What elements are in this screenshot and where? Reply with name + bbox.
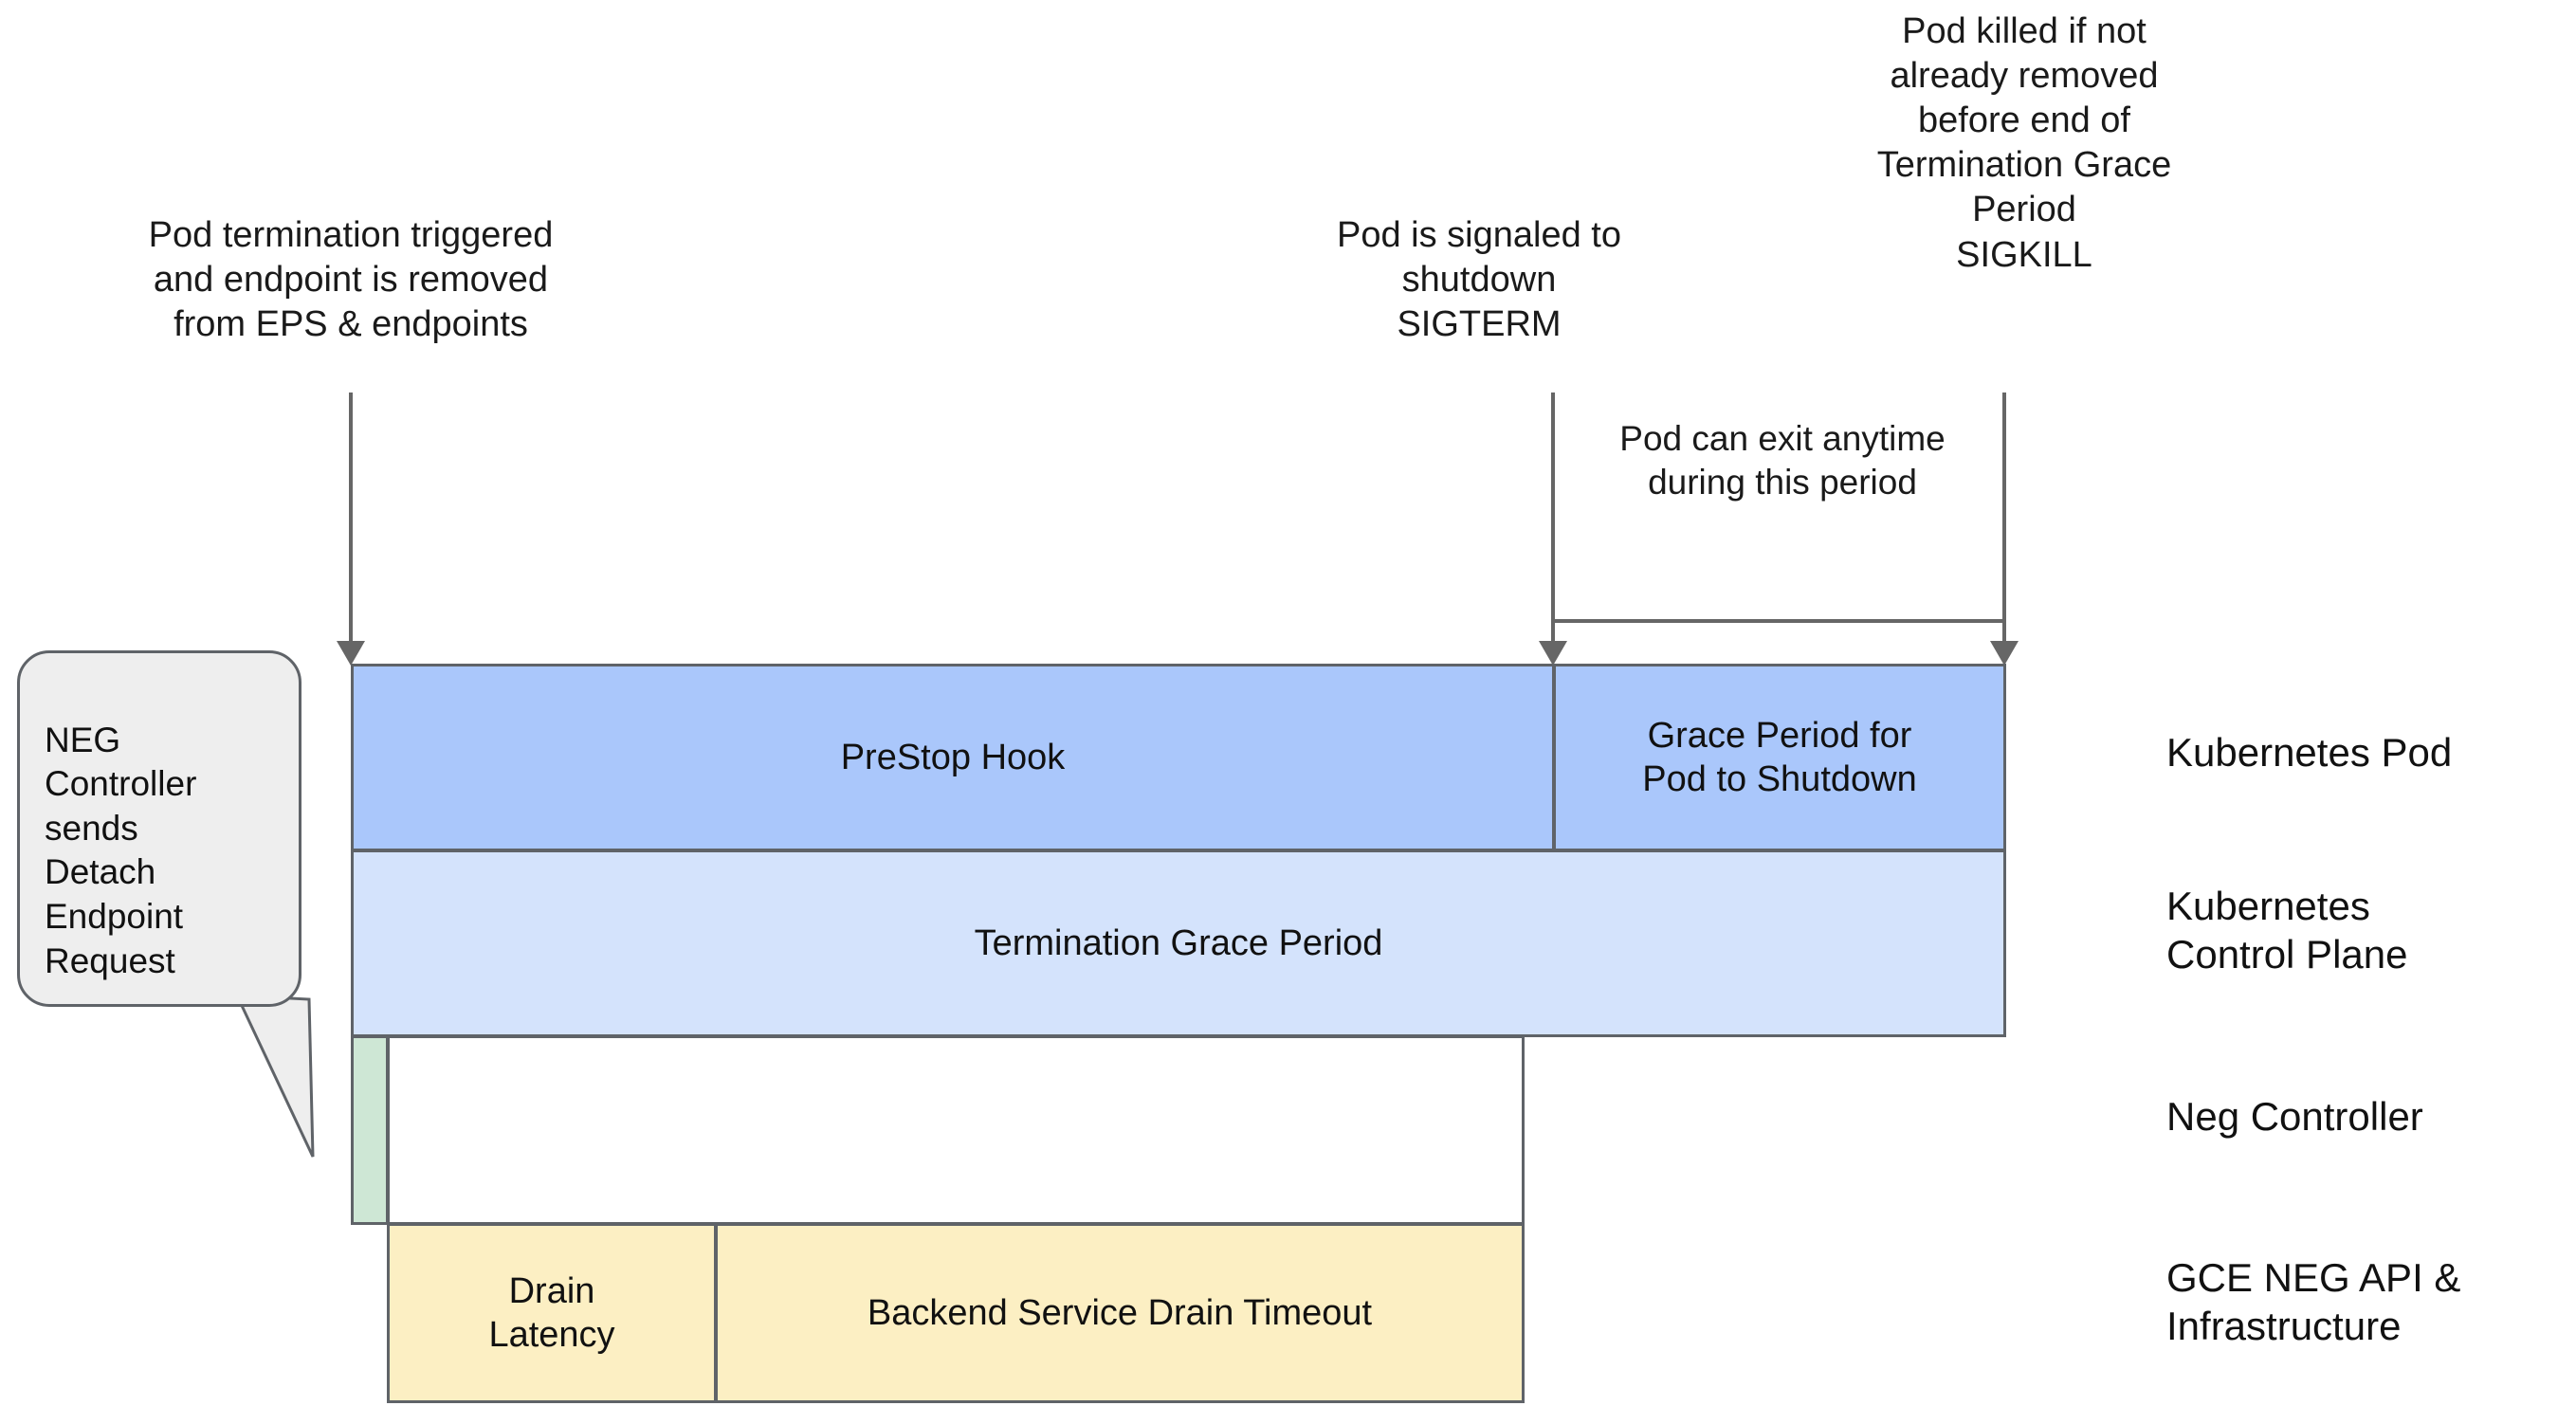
bar-termination-grace-period[interactable]: Termination Grace Period — [351, 849, 2006, 1037]
annotation-pod-signaled-shutdown: Pod is signaled to shutdown SIGTERM — [1337, 215, 1621, 345]
lane-label-neg-controller: Neg Controller — [2166, 1094, 2423, 1139]
bar-backend-service-drain-timeout[interactable]: Backend Service Drain Timeout — [715, 1223, 1525, 1403]
annotation-pod-termination-triggered: Pod termination triggered and endpoint i… — [148, 215, 554, 345]
bar-neg-controller-empty[interactable] — [387, 1035, 1525, 1225]
callout-text: NEG Controller sends Detach Endpoint Req… — [45, 720, 197, 980]
bar-label-prestop-hook: PreStop Hook — [840, 737, 1066, 777]
arrow-line-pod-termination — [349, 393, 353, 648]
arrow-line-sigkill — [2002, 393, 2006, 648]
bar-label-termination-grace-period: Termination Grace Period — [974, 922, 1383, 963]
arrow-line-sigterm — [1551, 393, 1555, 648]
bracket-grace-period-span — [1551, 619, 2006, 623]
bar-label-drain-latency: Drain Latency — [488, 1270, 615, 1355]
annotation-pod-killed-sigkill: Pod killed if not already removed before… — [1876, 11, 2172, 275]
arrow-head-pod-termination — [337, 641, 365, 666]
annotation-pod-can-exit-anytime: Pod can exit anytime during this period — [1619, 419, 1946, 502]
bar-neg-controller-block[interactable] — [351, 1035, 389, 1225]
bar-grace-period-pod-shutdown[interactable]: Grace Period for Pod to Shutdown — [1553, 664, 2006, 851]
callout-neg-detach-request: NEG Controller sends Detach Endpoint Req… — [17, 650, 301, 1008]
bar-label-grace-period-pod-shutdown: Grace Period for Pod to Shutdown — [1642, 715, 1917, 799]
bar-label-backend-service-drain-timeout: Backend Service Drain Timeout — [867, 1292, 1373, 1333]
lane-label-kubernetes-pod: Kubernetes Pod — [2166, 730, 2453, 775]
bar-drain-latency[interactable]: Drain Latency — [387, 1223, 717, 1403]
arrow-head-sigkill — [1990, 641, 2019, 666]
lane-label-gce-neg-api: GCE NEG API & Infrastructure — [2166, 1255, 2461, 1349]
arrow-head-sigterm — [1539, 641, 1567, 666]
lane-label-kubernetes-control-plane: Kubernetes Control Plane — [2166, 884, 2408, 977]
bar-prestop-hook[interactable]: PreStop Hook — [351, 664, 1555, 851]
